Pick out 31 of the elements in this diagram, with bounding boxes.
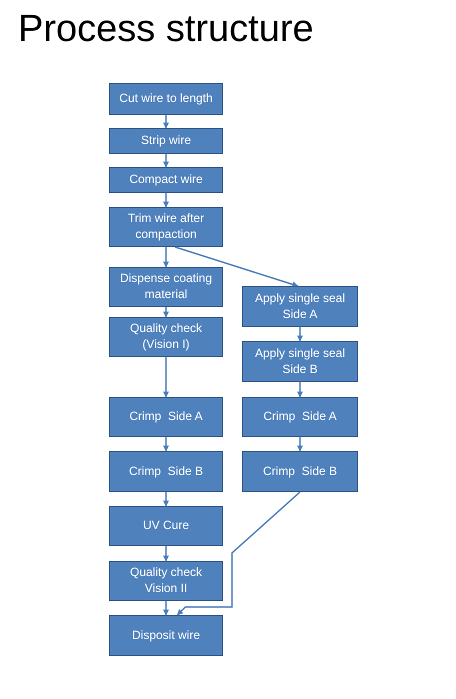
arrow xyxy=(163,154,169,168)
arrow xyxy=(163,357,169,398)
arrow xyxy=(163,115,169,129)
process-box: Compact wire xyxy=(109,167,223,193)
process-box: Dispense coating material xyxy=(109,267,223,307)
arrow xyxy=(163,247,169,268)
process-box: Disposit wire xyxy=(109,615,223,656)
process-box: Strip wire xyxy=(109,128,223,154)
title: Process structure xyxy=(18,8,314,51)
process-box: Quality check (Vision I) xyxy=(109,317,223,357)
process-box: Cut wire to length xyxy=(109,83,223,115)
process-box: Crimp Side B xyxy=(109,451,223,492)
arrow xyxy=(176,491,300,616)
process-box: Quality check Vision II xyxy=(109,561,223,601)
arrow xyxy=(163,437,169,452)
arrow xyxy=(163,601,169,616)
process-box: Apply single seal Side A xyxy=(242,286,358,327)
process-box: Crimp Side A xyxy=(242,397,358,437)
process-box: UV Cure xyxy=(109,506,223,546)
arrow xyxy=(174,246,298,288)
arrow xyxy=(297,327,303,342)
process-box: Trim wire after compaction xyxy=(109,207,223,247)
process-box: Apply single seal Side B xyxy=(242,341,358,382)
arrow xyxy=(163,546,169,562)
process-box: Crimp Side A xyxy=(109,397,223,437)
arrow xyxy=(297,437,303,452)
arrow xyxy=(163,492,169,507)
arrow xyxy=(163,193,169,208)
process-box: Crimp Side B xyxy=(242,451,358,492)
arrow xyxy=(297,382,303,398)
arrow xyxy=(163,307,169,318)
